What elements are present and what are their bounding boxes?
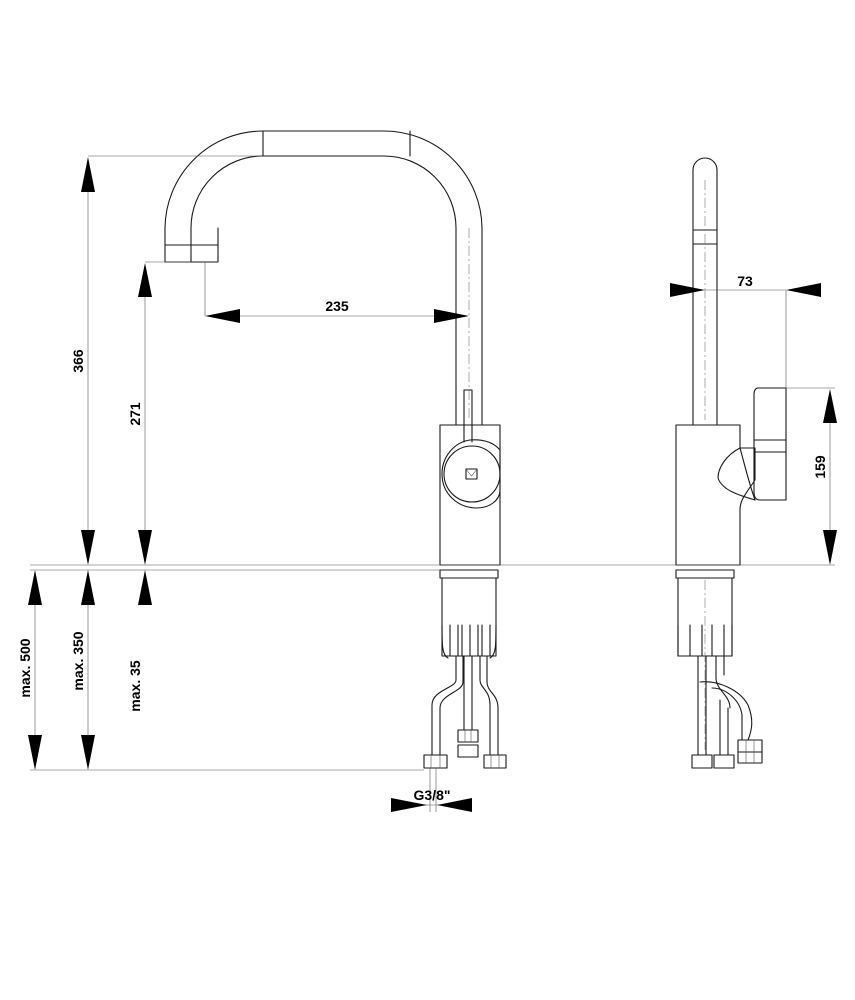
arrow-350-bottom (81, 735, 95, 770)
arrow-159-bottom (823, 530, 837, 565)
arrow-35-top (138, 570, 152, 605)
arrow-g38-left (391, 798, 427, 812)
label-235: 235 (325, 298, 349, 314)
side-hoses (691, 655, 763, 769)
dimension-lines (28, 155, 837, 812)
label-g38: G3/8" (414, 787, 451, 803)
side-spout (692, 157, 718, 426)
label-271: 271 (127, 402, 143, 426)
lever-handle (441, 389, 501, 509)
shank (441, 577, 497, 659)
arrow-271-top (138, 263, 152, 297)
arrow-g38-right (437, 798, 472, 812)
label-73: 73 (737, 273, 753, 289)
arrow-500-bottom (28, 735, 42, 770)
supply-hoses (423, 655, 507, 769)
arrow-235-right (434, 309, 469, 323)
arrow-350-top (81, 570, 95, 605)
label-max-500: max. 500 (17, 638, 33, 697)
label-366: 366 (70, 349, 86, 373)
side-body (675, 424, 756, 579)
dimension-labels: 366 271 235 73 159 max. 500 max. 350 max… (17, 273, 828, 803)
arrow-271-bottom (138, 530, 152, 565)
arrow-366-bottom (81, 530, 95, 565)
label-max-35: max. 35 (127, 660, 143, 712)
label-max-350: max. 350 (70, 631, 86, 690)
label-159: 159 (812, 455, 828, 479)
arrow-366-top (81, 157, 95, 192)
side-shank (677, 577, 733, 750)
arrow-500-top (28, 570, 42, 605)
side-lever (717, 387, 787, 501)
side-view (675, 157, 787, 769)
arrow-235-left (205, 309, 240, 323)
arrow-73-right (786, 283, 821, 297)
arrow-73-left (670, 283, 705, 297)
arrow-159-top (823, 389, 837, 423)
spout (164, 130, 483, 426)
front-view (164, 130, 507, 769)
